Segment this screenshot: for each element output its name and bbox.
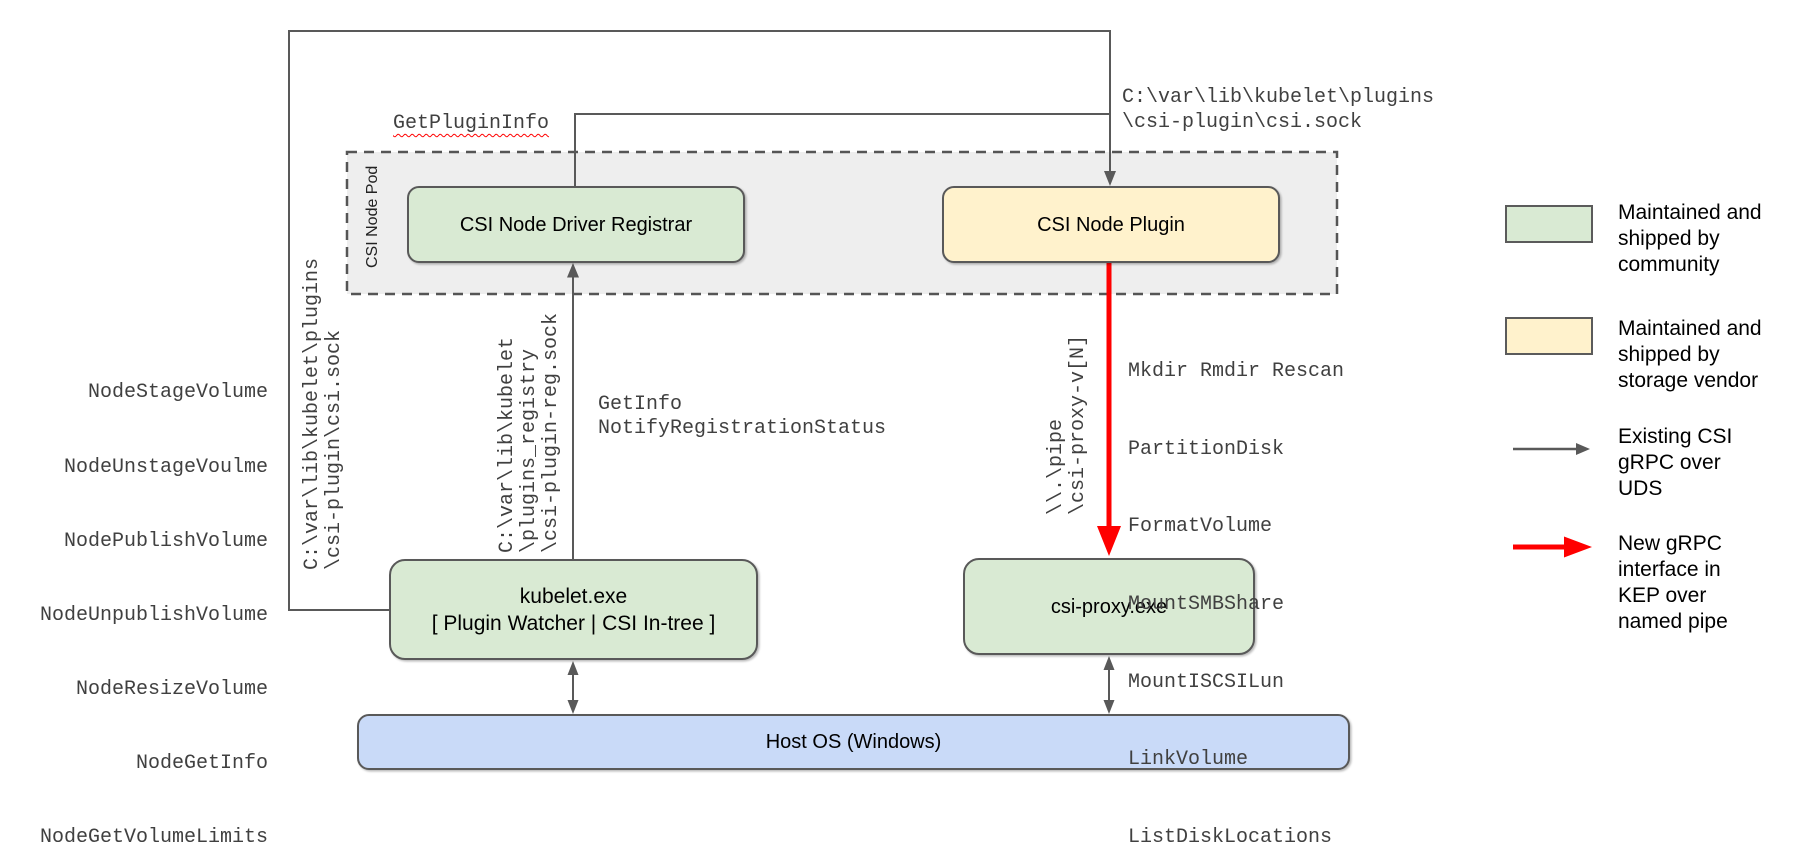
legend-vendor-label: Maintained and shipped by storage vendor [1618,317,1762,392]
registration-calls-label: GetInfo NotifyRegistrationStatus [598,393,887,440]
proxy-red-arrowhead-icon [1097,526,1121,556]
get-plugin-info-label: GetPluginInfo [393,112,550,135]
legend-vendor-swatch [1505,317,1593,355]
node-methods-list: NodeStageVolume NodeUnstageVoulme NodePu… [0,332,268,842]
list-item: MountSMBShare [1128,592,1285,616]
list-item: NodePublishVolume [63,529,268,553]
list-item: NodeUnpublishVolume [39,603,268,627]
legend-uds-label: Existing CSI gRPC over UDS [1618,425,1733,500]
list-item: NodeUnstageVoulme [63,455,268,479]
list-item: LinkVolume [1128,748,1249,772]
named-pipe-path-label: \\.\pipe \csi-proxy-v[N] [1045,334,1090,515]
kubelet-box: kubelet.exe [ Plugin Watcher | CSI In-tr… [389,559,758,660]
kubelet-hostos-down-arrowhead-icon [567,700,579,714]
registrar-arrowhead-icon [567,263,579,278]
legend-community-swatch [1505,205,1593,243]
legend-pipe-arrowhead-icon [1564,536,1592,558]
csi-node-pod-label: CSI Node Pod [364,165,381,268]
csi-sock-path-label-top: C:\var\lib\kubelet\plugins \csi-plugin\c… [1122,86,1435,134]
list-item: NodeStageVolume [87,381,268,405]
plugin-arrowhead-icon [1104,171,1116,186]
csi-sock-path-label-left: C:\var\lib\kubelet\plugins \csi-plugin\c… [301,257,346,570]
list-item: ListDiskLocations [1128,826,1333,842]
legend-pipe-label: New gRPC interface in KEP over named pip… [1618,532,1728,633]
plugin-reg-sock-path-label: C:\var\lib\kubelet \plugins_registry \cs… [496,312,563,553]
list-item: NodeResizeVolume [75,677,268,701]
csi-node-driver-registrar-box: CSI Node Driver Registrar [407,186,745,263]
host-os-box: Host OS (Windows) [357,714,1350,770]
proxy-hostos-up-arrowhead-icon [1103,656,1115,670]
proxy-methods-list: Mkdir Rmdir Rescan PartitionDisk FormatV… [1128,307,1344,842]
csi-node-plugin-box: CSI Node Plugin [942,186,1280,263]
list-item: FormatVolume [1128,515,1273,539]
registrar-to-socket-line [574,113,1110,186]
list-item: PartitionDisk [1128,437,1285,461]
list-item: NodeGetInfo [135,751,268,775]
legend-uds-arrowhead-icon [1576,443,1590,455]
list-item: MountISCSILun [1128,670,1285,694]
kubelet-hostos-up-arrowhead-icon [567,661,579,675]
list-item: NodeGetVolumeLimits [39,826,268,842]
proxy-hostos-down-arrowhead-icon [1103,700,1115,714]
legend-community-label: Maintained and shipped by community [1618,201,1762,276]
list-item: Mkdir Rmdir Rescan [1128,359,1345,383]
